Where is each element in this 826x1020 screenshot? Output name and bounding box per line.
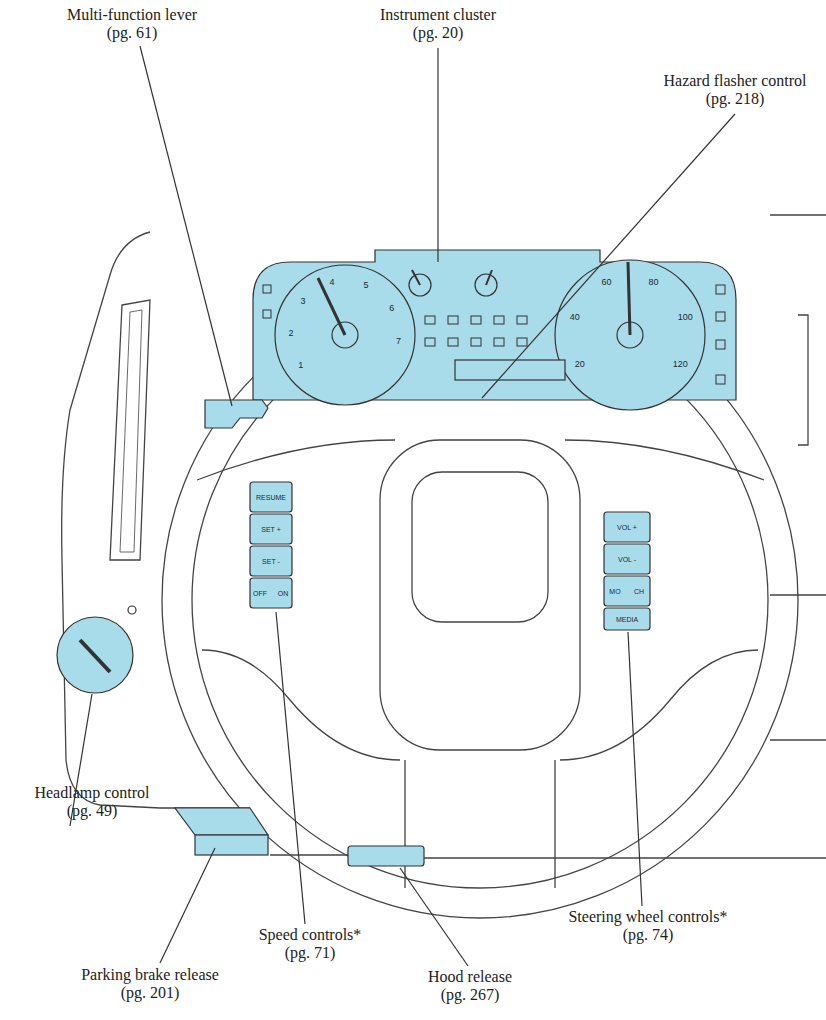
callout-label: Speed controls* (pg. 71) — [251, 926, 369, 963]
gauge-needle — [412, 270, 492, 285]
gauge-number: 1 — [298, 361, 303, 370]
dash-outline — [62, 232, 160, 808]
airbag-cover — [412, 472, 548, 622]
button-label: SET + — [261, 526, 281, 533]
headlamp-knob — [57, 617, 133, 693]
callout-label: Instrument cluster (pg. 20) — [369, 6, 507, 43]
multi-function-lever — [205, 400, 268, 428]
button-label: MO — [609, 588, 620, 595]
air-vent — [120, 310, 142, 552]
parking-brake-release — [195, 835, 268, 855]
audio-button — [604, 512, 650, 542]
leader-lines — [70, 46, 735, 966]
tachometer — [275, 265, 415, 405]
warning-lamps — [263, 285, 725, 384]
air-vent — [110, 300, 150, 560]
knob-pointer — [80, 640, 110, 672]
gauge-needle — [318, 278, 345, 335]
speedometer — [555, 260, 705, 410]
button-label: ON — [278, 590, 289, 597]
audio-button — [604, 576, 650, 606]
callout-label: Parking brake release (pg. 201) — [69, 966, 231, 1003]
button-label: OFF — [253, 590, 267, 597]
knob-mark — [128, 606, 136, 614]
message-display — [455, 360, 565, 380]
wheel-spoke — [197, 440, 764, 480]
audio-button — [604, 608, 650, 630]
gauge-number: 3 — [301, 297, 306, 306]
hood-release — [348, 846, 424, 866]
speed-button — [250, 514, 292, 544]
gauge-number: 6 — [389, 304, 394, 313]
gauge-number: 40 — [570, 313, 580, 322]
gauge-number: 5 — [364, 281, 369, 290]
callout-label: Hazard flasher control (pg. 218) — [651, 72, 819, 109]
gauge-number: 2 — [289, 329, 294, 338]
button-label: VOL - — [618, 556, 636, 563]
callout-label: Steering wheel controls* (pg. 74) — [559, 908, 737, 945]
gauge-number: 60 — [601, 278, 611, 287]
button-label: RESUME — [256, 494, 286, 501]
speed-button — [250, 578, 292, 608]
callout-label: Multi-function lever (pg. 61) — [57, 6, 207, 43]
speed-button — [250, 546, 292, 576]
button-label: CH — [634, 588, 644, 595]
button-label: MEDIA — [616, 616, 638, 623]
speed-button — [250, 482, 292, 512]
gauge-number: 4 — [329, 278, 334, 287]
button-label: VOL + — [617, 524, 637, 531]
gauge-number: 7 — [396, 337, 401, 346]
audio-button — [604, 544, 650, 574]
parking-brake-release — [175, 808, 268, 835]
dash-edge — [160, 808, 350, 855]
gauge-number: 120 — [673, 360, 688, 369]
gauge-needle — [628, 262, 630, 335]
button-label: SET - — [262, 558, 280, 565]
wheel-spoke — [405, 760, 555, 888]
callout-label: Headlamp control (pg. 49) — [26, 784, 158, 821]
gauge-number: 20 — [575, 360, 585, 369]
gauge-number: 100 — [678, 313, 693, 322]
callout-label: Hood release (pg. 267) — [418, 968, 522, 1005]
steering-hub — [380, 440, 580, 750]
wheel-spoke — [202, 650, 758, 760]
gauge-number: 80 — [649, 278, 659, 287]
